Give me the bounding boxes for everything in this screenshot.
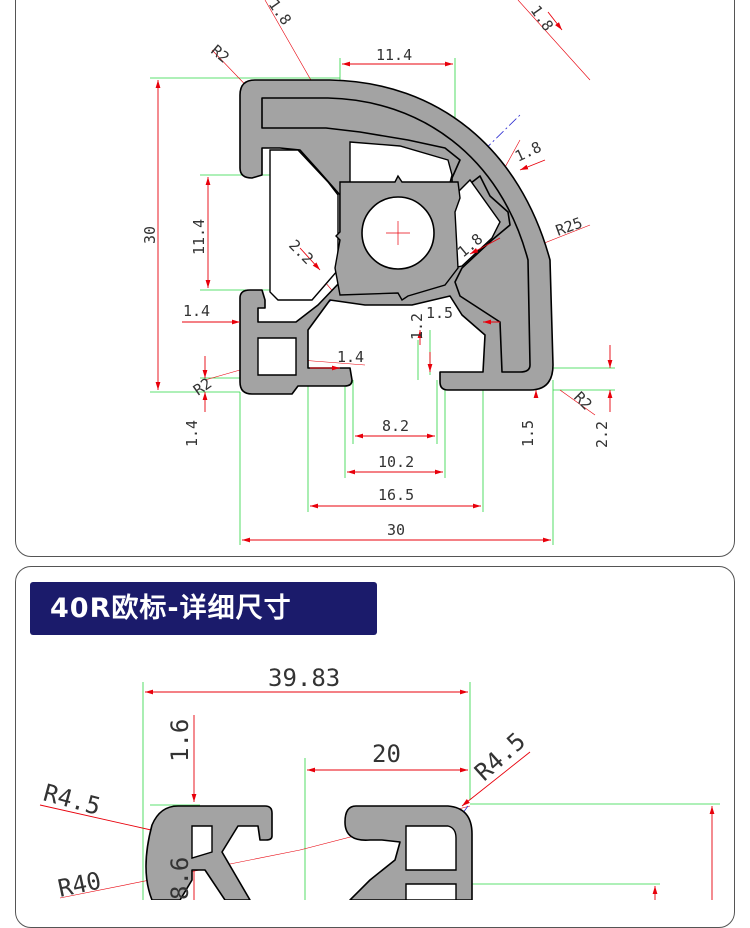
dim-lip-left: 1.4 bbox=[183, 302, 210, 320]
dim-wall-top: 1.8 bbox=[265, 0, 295, 28]
top-center-mark bbox=[386, 221, 410, 245]
technical-drawing: 11.4 30 11.4 30 16.5 10.2 8.2 2.2 1.5 1.… bbox=[39, 0, 720, 900]
dim-rib-a: 1.8 bbox=[527, 2, 557, 35]
dim-lip-bottom: 1.4 bbox=[337, 348, 364, 366]
dim-radius-outer-40: R40 bbox=[55, 866, 103, 900]
dim-web-h: 1.5 bbox=[426, 304, 453, 322]
bottom-extension-lines bbox=[142, 682, 720, 900]
dim-radius-corner-tl: R2 bbox=[207, 41, 232, 66]
dim-rib-b: 1.8 bbox=[512, 138, 544, 166]
dim-lip-base-left: 1.4 bbox=[183, 420, 201, 447]
dim-wall-top-40: 1.6 bbox=[166, 719, 194, 762]
bottom-left-void bbox=[191, 825, 213, 859]
bottom-right-void-lower bbox=[405, 883, 457, 900]
dim-slot-top-width: 11.4 bbox=[376, 46, 412, 64]
dim-radius-small-left: R4.5 bbox=[40, 779, 103, 821]
top-dimension-lines bbox=[155, 11, 613, 543]
dim-lip-base-right: 1.5 bbox=[519, 420, 537, 447]
dim-slot-16: 16.5 bbox=[378, 486, 414, 504]
dim-inner-height-40: 8.6 bbox=[166, 857, 194, 900]
dim-slot-8: 8.2 bbox=[382, 417, 409, 435]
top-corner-void bbox=[257, 337, 297, 376]
dim-height-total: 30 bbox=[141, 226, 159, 244]
dim-radius-outer: R25 bbox=[553, 214, 585, 240]
dim-radius-corner-br: R2 bbox=[570, 388, 596, 414]
dim-slot-side-height: 11.4 bbox=[190, 219, 208, 255]
dim-width-total: 30 bbox=[387, 521, 405, 539]
section-title: 40R欧标-详细尺寸 bbox=[50, 593, 292, 624]
dim-lip-height-right: 2.2 bbox=[593, 421, 611, 448]
dim-web-v: 1.2 bbox=[408, 313, 426, 340]
section-title-banner: 40R欧标-详细尺寸 bbox=[30, 582, 377, 635]
dim-width-total-40: 39.83 bbox=[268, 664, 340, 692]
dim-radius-small-right: R4.5 bbox=[469, 727, 531, 786]
dim-slot-width-40: 20 bbox=[372, 740, 401, 768]
bottom-right-void-upper bbox=[405, 825, 457, 871]
bottom-dimension-lines bbox=[39, 689, 715, 900]
dim-slot-10: 10.2 bbox=[378, 453, 414, 471]
